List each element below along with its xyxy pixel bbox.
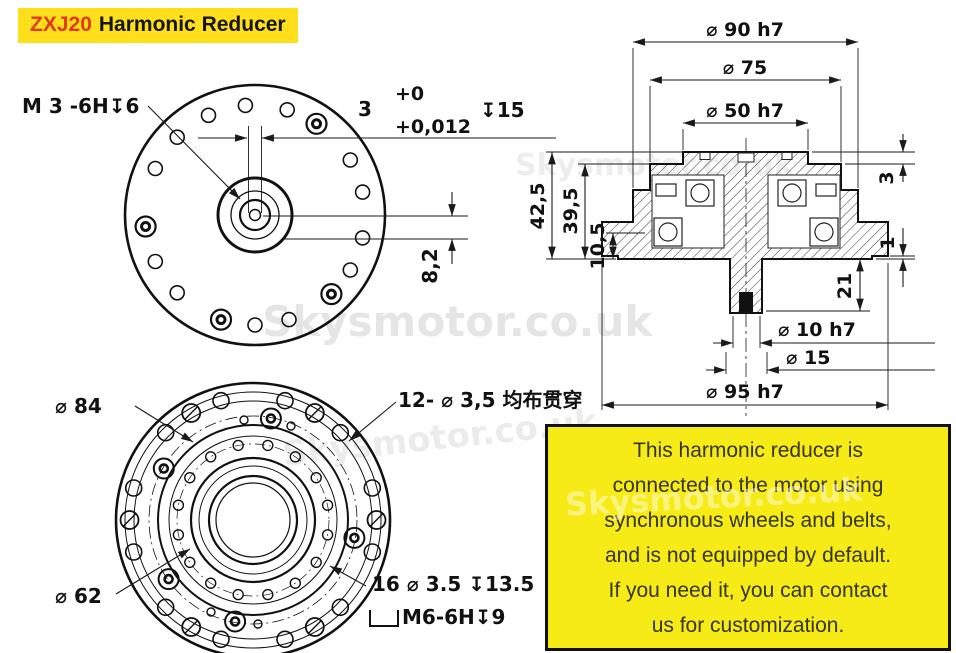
dim-holes-inner: 16 ⌀ 3.5 ↧13.5 [372,572,534,596]
note-line: connected to the motor using [612,473,884,497]
slotted-screws [119,403,387,637]
holes16-leader [329,565,367,587]
dia75-dim: ⌀ 75 [649,57,842,162]
dim-tol-upper: +0 [395,83,424,105]
dim-dia-84: ⌀ 84 [55,394,102,418]
housing-outline [123,83,387,347]
step-dims: 3 1 21 [766,134,915,312]
bore-extension-lines [725,316,768,374]
dim-tol-lower: +0,012 [395,116,471,138]
dim-step-lip: 1 [877,236,899,249]
note-line: If you need it, you can contact [608,578,888,602]
dim-step-top: 3 [876,171,898,184]
dim-dia-90: ⌀ 90 h7 [706,19,784,41]
center-hub [216,176,294,254]
holes12-leader [348,401,397,442]
dim-height-total: 42,5 [527,183,549,230]
screw-heads [134,112,343,331]
dim-height-inner: 39,5 [560,188,582,235]
dia84-leader [134,405,194,443]
socket-screws [152,407,366,633]
height-dims: 42,5 39,5 10,5 [527,151,683,270]
dim-dia-15: ⌀ 15 [786,347,831,369]
counterbore-icon [369,610,399,627]
dim-thread-callout: M 3 -6H↧6 [22,94,139,118]
bearings [653,179,839,247]
front-view-drawing: M 3 -6H↧6 3 +0 +0,012 ↧15 8,2 [22,83,556,347]
dia90-dim: ⌀ 90 h7 [632,19,859,188]
note-line: This harmonic reducer is [633,438,863,462]
note-line: synchronous wheels and belts, [604,508,892,532]
note-box: This harmonic reducer is connected to th… [545,424,951,651]
outer-bolt-holes [124,391,382,649]
dim-key-depth: ↧15 [480,98,525,122]
dia50-dim: ⌀ 50 h7 [682,100,809,150]
shaft-keyway [739,292,753,313]
dim-dia-50: ⌀ 50 h7 [706,100,784,122]
dim-shaft-len: 21 [834,273,856,299]
dim-key-width: 3 [358,97,372,121]
dim-dia-75: ⌀ 75 [723,57,768,79]
bolt-holes-ring [147,97,371,333]
dim-thread-callout-bottom: M6-6H↧9 [402,605,505,629]
inner-bolt-holes [172,439,334,601]
dim-dia-62: ⌀ 62 [55,584,102,608]
offset-dim: 8,2 [263,192,468,284]
model-number: ZXJ20 [30,13,92,36]
flange-rings [114,381,392,653]
thread-leader-line [147,105,241,200]
keyway-lines [248,126,262,213]
section-view-drawing: ⌀ 90 h7 ⌀ 75 ⌀ 50 h7 42,5 39,5 10,5 [527,19,935,416]
dim-dia-10: ⌀ 10 h7 [778,319,856,341]
note-line: and is not equipped by default. [604,543,892,567]
bottom-view-drawing: ⌀ 84 12- ⌀ 3,5 均布贯穿 ⌀ 62 16 ⌀ 3.5 ↧13.5 … [55,381,583,653]
bore-dims: ⌀ 10 h7 ⌀ 15 ⌀ 95 h7 [601,263,935,410]
title-badge: ZXJ20 Harmonic Reducer [18,8,298,43]
dim-height-base: 10,5 [587,223,609,270]
dim-offset: 8,2 [418,248,442,283]
dim-dia-95: ⌀ 95 h7 [706,381,784,403]
dim-holes-outer: 12- ⌀ 3,5 均布贯穿 [398,388,583,412]
note-line: us for customization. [651,613,845,637]
dia62-leader [115,548,191,595]
internal-cavities [651,152,841,249]
product-name: Harmonic Reducer [98,13,286,36]
